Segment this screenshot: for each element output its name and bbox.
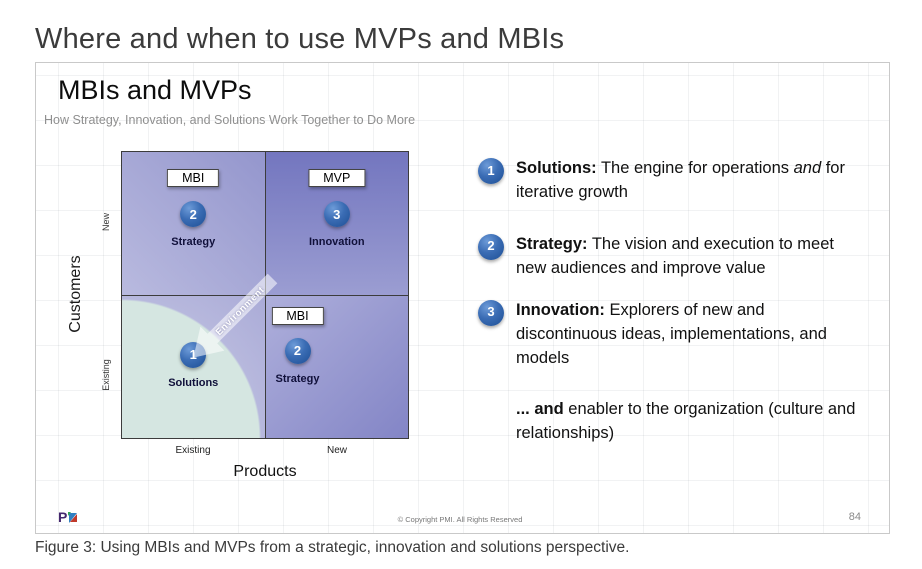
mbi-tag: MBI — [271, 306, 324, 325]
quadrant-matrix: MBI 2 Strategy MVP 3 Innovation 1 Soluti… — [121, 151, 409, 439]
quadrant-label: Solutions — [168, 376, 219, 389]
legend: 1 Solutions: The engine for operations a… — [478, 157, 878, 446]
legend-item-innovation: 3 Innovation: Explorers of new and disco… — [478, 299, 878, 371]
mbi-tag: MBI — [167, 169, 220, 187]
legend-term: Solutions: — [516, 159, 597, 177]
legend-term: Innovation: — [516, 300, 605, 319]
legend-item-strategy: 2 Strategy: The vision and execution to … — [478, 233, 878, 281]
legend-number-badge: 2 — [478, 233, 504, 260]
quadrant-label: Strategy — [275, 372, 320, 385]
copyright-text: © Copyright PMI. All Rights Reserved — [397, 515, 523, 524]
legend-text: Innovation: Explorers of new and discont… — [516, 300, 827, 367]
quadrant-number-badge: 3 — [323, 201, 350, 227]
quadrant-top-left: MBI 2 Strategy — [122, 152, 265, 295]
legend-text: Solutions: The engine for operations and… — [516, 159, 845, 201]
quadrant-number-badge: 2 — [284, 337, 311, 364]
legend-term: Strategy: — [516, 234, 588, 253]
y-axis-label: Customers — [67, 255, 84, 333]
slide-page-number: 84 — [848, 511, 861, 523]
quadrant-bottom-right: MBI 2 Strategy — [265, 295, 408, 438]
legend-number-badge: 1 — [478, 158, 504, 184]
x-axis-label: Products — [233, 463, 297, 480]
x-axis-tick-existing: Existing — [175, 445, 211, 456]
slide-title: MBIs and MVPs — [58, 75, 252, 105]
quadrant-label: Strategy — [171, 236, 216, 248]
y-axis-tick-existing: Existing — [101, 359, 111, 391]
quadrant-label: Innovation — [308, 236, 365, 248]
mvp-tag: MVP — [308, 169, 366, 187]
slide-subtitle: How Strategy, Innovation, and Solutions … — [44, 113, 416, 127]
y-axis-tick-new: New — [101, 213, 111, 232]
legend-number-badge: 3 — [478, 299, 504, 326]
quadrant-number-badge: 2 — [180, 201, 207, 227]
x-axis-tick-new: New — [326, 445, 347, 456]
legend-item-solutions: 1 Solutions: The engine for operations a… — [478, 157, 878, 205]
quadrant-top-right: MVP 3 Innovation — [265, 152, 408, 295]
legend-text: Strategy: The vision and execution to me… — [516, 234, 834, 277]
svg-text:P: P — [58, 509, 67, 525]
figure-caption: Figure 3: Using MBIs and MVPs from a str… — [35, 539, 630, 556]
slide-frame: MBIs and MVPs How Strategy, Innovation, … — [35, 62, 890, 534]
pmi-logo-icon: P — [58, 509, 77, 525]
legend-footnote: ... and enabler to the organization (cul… — [516, 400, 856, 443]
page-title: Where and when to use MVPs and MBIs — [35, 23, 565, 56]
